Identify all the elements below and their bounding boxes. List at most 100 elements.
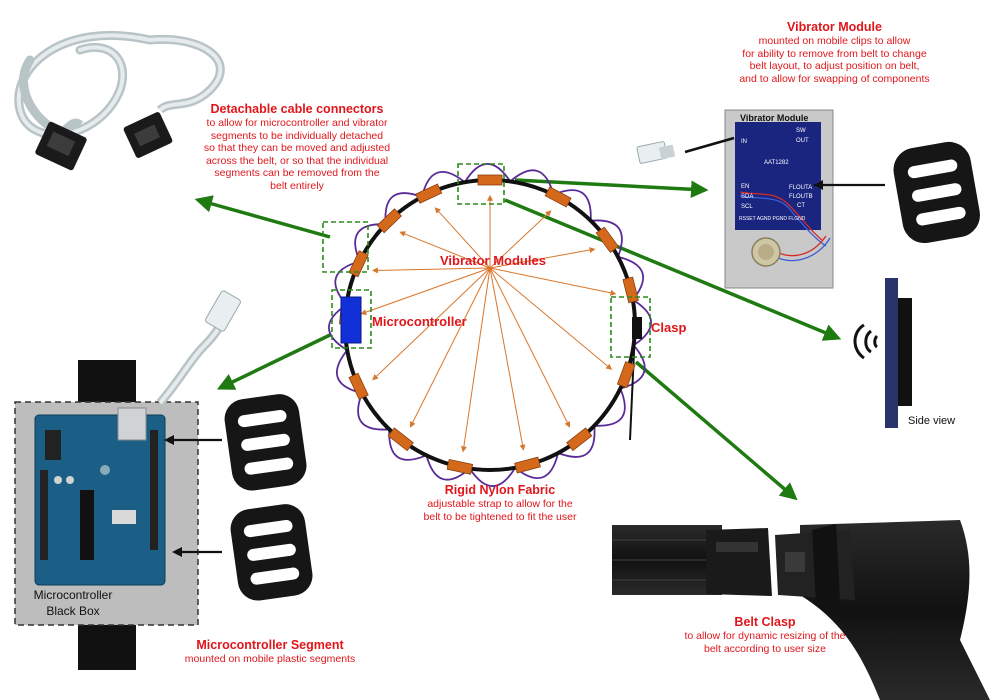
vibrator-module-desc-1: mounted on mobile clips to allow — [758, 35, 911, 47]
clasp-label: Clasp — [651, 320, 687, 335]
ethernet-cable-icon — [14, 31, 225, 171]
cable-connectors-desc-3: so that they can be moved and adjusted — [203, 142, 391, 155]
side-view-icon — [885, 278, 912, 428]
cable-connectors-desc-6: belt entirely — [270, 179, 324, 192]
arrow-to-cable — [194, 195, 331, 239]
vibrator-arrows — [360, 194, 617, 453]
belt-clasp-title: Belt Clasp — [734, 615, 796, 629]
pin-bottom-row: RSSET AGND PGND FLGND — [739, 216, 806, 222]
black-box-label: Microcontroller Black Box — [18, 588, 128, 619]
wire-loop — [557, 425, 596, 458]
cable-connectors-desc-2: segments to be individually detached — [210, 129, 384, 142]
pin-ct: CT — [797, 203, 805, 209]
vibrator-pointer-arrow — [399, 231, 491, 269]
vibrator-pointer-arrow — [460, 267, 491, 453]
module-cable — [684, 136, 735, 154]
vibrator-module-title: Vibrator Module — [787, 20, 882, 34]
vibrator-modules-label: Vibrator Modules — [440, 253, 546, 268]
wire-loop — [590, 219, 623, 258]
vibrator-pad — [544, 186, 572, 208]
vibrator-pad — [348, 372, 369, 400]
cable-connectors-desc-4: across the belt, or so that the individu… — [205, 154, 389, 167]
highlight-microcontroller — [331, 289, 372, 349]
arrow-to-belt-clasp — [634, 360, 798, 501]
vibrator-pad — [348, 250, 369, 278]
green-arrows — [194, 178, 842, 501]
vibrator-pointer-arrow — [360, 267, 491, 315]
pin-flouta: FLOUTA — [789, 185, 813, 191]
highlight-cable — [322, 221, 369, 273]
microcontroller-block — [340, 296, 362, 344]
pin-out: OUT — [796, 138, 809, 144]
pointer-arrows — [164, 435, 222, 557]
pin-sw: SW — [796, 128, 806, 134]
highlight-clasp — [610, 296, 651, 358]
microcontroller-segment-title: Microcontroller Segment — [196, 638, 344, 652]
arrow-to-side-view — [504, 198, 842, 341]
wire-loop — [594, 388, 626, 427]
cable-connectors-title: Detachable cable connectors — [210, 102, 384, 116]
vibrator-pad — [616, 361, 636, 389]
highlight-vibrator — [457, 163, 505, 205]
pin-floutb: FLOUTB — [789, 194, 813, 200]
black-box-line-2: Black Box — [46, 603, 100, 618]
microcontroller-label: Microcontroller — [372, 314, 467, 329]
microcontroller-segment-desc: mounted on mobile plastic segments — [184, 653, 356, 665]
wire-loop — [357, 392, 390, 431]
vibrator-pointer-arrow — [489, 247, 596, 269]
pin-in: IN — [741, 139, 747, 145]
vibrator-pad — [595, 226, 619, 253]
pin-sda: SDA — [741, 194, 754, 200]
microcontroller-black-box — [14, 290, 241, 670]
vibrator-pointer-arrow — [489, 267, 570, 428]
module-pcb — [735, 122, 821, 230]
arrow-to-microcontroller-segment — [216, 333, 331, 390]
vibrator-module-desc-2: for ability to remove from belt to chang… — [742, 47, 927, 60]
vibrator-pad — [566, 427, 593, 452]
buckle-icon-lower — [230, 504, 313, 601]
vibration-waves-icon — [853, 323, 879, 360]
black-box-line-1: Microcontroller — [33, 588, 113, 602]
vibrator-pad — [514, 456, 541, 474]
vibrator-module-desc-3: belt layout, to adjust position on belt, — [749, 60, 920, 73]
vibrator-pad — [477, 174, 503, 186]
highlight-boxes — [322, 163, 651, 358]
belt-clasp-label: Belt Clasp to allow for dynamic resizing… — [665, 615, 865, 655]
vibrator-pad — [415, 183, 443, 204]
vibrator-pad — [376, 208, 402, 234]
cable-connectors-desc-5: segments can be removed from the — [214, 167, 380, 180]
nylon-fabric-label: Rigid Nylon Fabric adjustable strap to a… — [400, 483, 600, 523]
belt-tail — [629, 329, 636, 441]
nylon-fabric-desc-2: belt to be tightened to fit the user — [423, 510, 577, 523]
vibrator-pointer-arrow — [410, 267, 491, 428]
vibrator-pointer-arrow — [489, 267, 613, 370]
vibrator-module-desc-4: and to allow for swapping of components — [739, 72, 930, 85]
side-bar-black — [898, 298, 912, 406]
vibrator-pointer-arrow — [489, 267, 526, 451]
side-release-buckle-icon — [706, 524, 855, 603]
microcontroller-segment-label: Microcontroller Segment mounted on mobil… — [165, 638, 375, 666]
wire-loop — [469, 467, 516, 487]
pin-scl: SCL — [741, 204, 753, 210]
buckle-icon — [893, 141, 980, 244]
vibrator-module-board — [636, 109, 834, 289]
arduino-board-icon — [34, 407, 166, 586]
pin-en: EN — [741, 184, 750, 190]
vibrator-pointer-arrow — [372, 267, 491, 381]
vibrator-pad — [622, 276, 639, 304]
vibrator-pointer-arrow — [434, 207, 491, 269]
vibrator-pad — [387, 427, 414, 452]
clasp-block — [632, 317, 642, 339]
vibrator-pointer-arrow — [489, 210, 552, 269]
nylon-fabric-desc-1: adjustable strap to allow for the — [427, 498, 573, 510]
vibrator-pointer-arrow — [371, 267, 491, 274]
vibrator-pad — [446, 458, 474, 475]
buckle-icon-upper — [224, 394, 307, 491]
belt-clasp-desc-1: to allow for dynamic resizing of the — [684, 630, 846, 642]
vibrator-module-label: Vibrator Module mounted on mobile clips … — [712, 20, 957, 85]
vibrator-pointer-arrow — [489, 267, 617, 296]
belt-clasp-desc-2: belt according to user size — [704, 642, 826, 655]
pin-chip: AAT1282 — [764, 160, 789, 166]
